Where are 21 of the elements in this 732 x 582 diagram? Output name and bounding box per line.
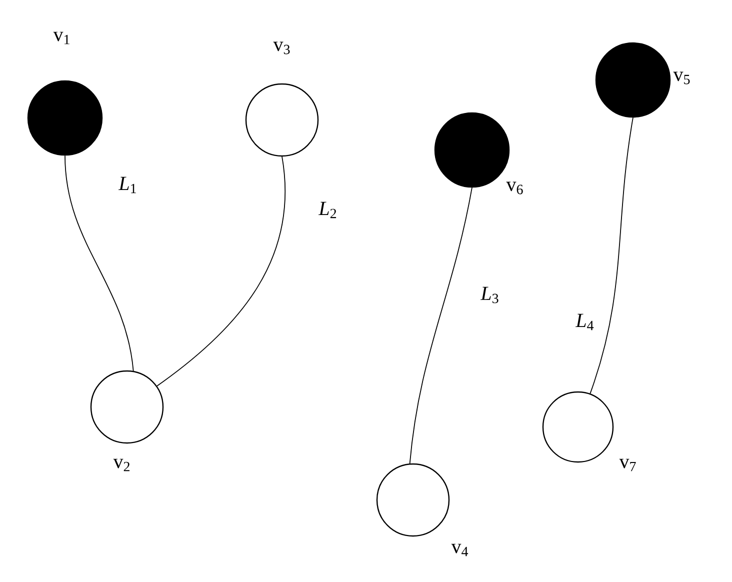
edge-label: L$_{2}$	[318, 202, 336, 218]
edge-label: L$_{1}$	[118, 176, 136, 194]
vertex-label: v$_{1}$	[53, 32, 70, 44]
vertex-circle	[27, 80, 103, 156]
connecting-line	[156, 156, 286, 386]
edge-label: L$_{3}$	[480, 286, 498, 304]
connecting-line	[409, 187, 472, 464]
vertex-label: v$_{7}$	[619, 458, 636, 472]
vertex-label: v$_{5}$	[673, 72, 690, 84]
vertex-circle	[245, 83, 319, 157]
vertex-label: v$_{4}$	[451, 544, 468, 556]
vertex-circle	[376, 463, 450, 537]
vertex-circle	[595, 42, 671, 118]
vertex-circle	[542, 391, 614, 463]
connecting-line	[590, 117, 634, 394]
vertex-label: v$_{2}$	[113, 458, 130, 472]
vertex-label: v$_{3}$	[273, 42, 290, 54]
connecting-line	[64, 155, 134, 372]
edge-label: L$_{4}$	[575, 314, 594, 330]
vertex-circle	[90, 370, 164, 444]
vertex-label: v$_{6}$	[506, 182, 523, 194]
